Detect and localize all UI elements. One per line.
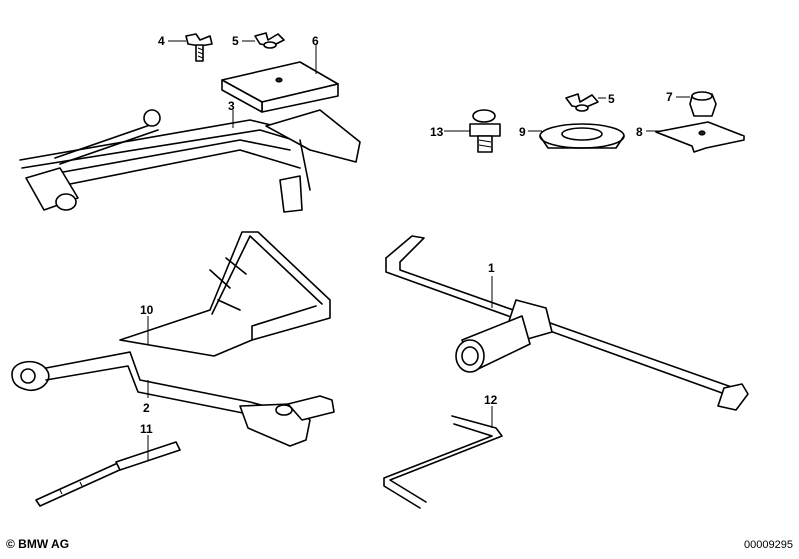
cup-washer-part[interactable] [539,123,625,149]
label-6: 6 [312,34,319,48]
leader-lines [147,40,690,460]
crank-handle-part[interactable] [385,235,749,411]
diagram-number: 00009295 [744,539,793,551]
mounting-plate-part[interactable] [221,61,339,113]
label-2: 2 [143,401,150,415]
small-plate-part[interactable] [655,121,745,153]
label-10: 10 [140,303,154,317]
label-11: 11 [140,422,153,436]
label-1: 1 [488,261,495,275]
wing-nut-part-right[interactable] [565,93,599,112]
copyright-text: © BMW AG [6,537,70,551]
hex-bolt-part[interactable] [469,109,501,153]
label-5-right: 5 [608,92,615,106]
hex-nut-part[interactable] [689,91,717,117]
screwdriver-bit-part[interactable] [35,441,181,507]
jack-part[interactable] [19,109,361,213]
label-9: 9 [519,125,526,139]
label-7: 7 [666,90,673,104]
wing-nut-part[interactable] [254,32,285,49]
wheel-chock-part[interactable] [119,231,331,357]
label-8: 8 [636,125,643,139]
hex-key-part[interactable] [383,415,503,509]
label-13: 13 [430,125,444,139]
wing-bolt-part[interactable] [185,33,213,62]
wheel-wrench-part[interactable] [11,351,335,447]
label-4: 4 [158,34,165,48]
label-12: 12 [484,393,498,407]
label-5-top: 5 [232,34,239,48]
label-3: 3 [228,99,235,113]
